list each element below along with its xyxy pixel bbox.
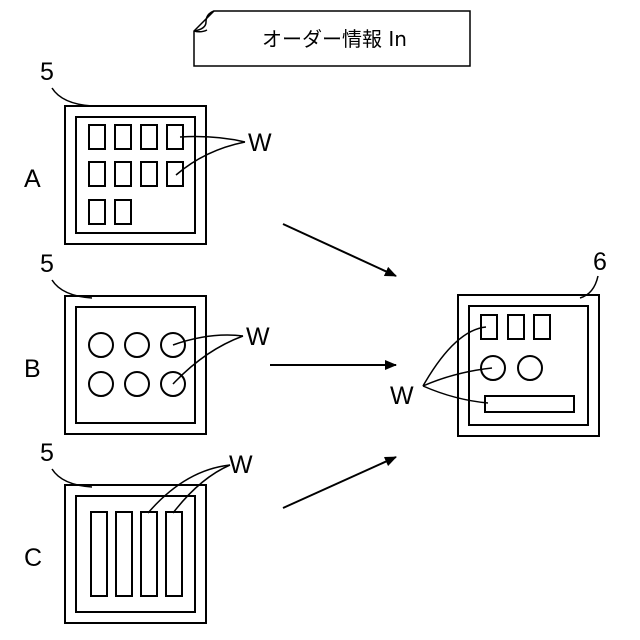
output-tray-workpieces	[481, 315, 574, 412]
tray-b-row-label: B	[24, 355, 41, 383]
tray-c-inner	[76, 496, 195, 612]
tray-a-ref-leader	[52, 88, 92, 106]
tray-c-outer	[65, 485, 206, 623]
workpiece-circle	[481, 356, 505, 380]
workpiece-rect	[115, 125, 131, 149]
tray-b-workpieces	[89, 333, 185, 396]
workpiece-circle	[518, 356, 542, 380]
workpiece-bar	[485, 396, 574, 412]
tray-a-ref-number: 5	[40, 58, 54, 86]
output-tray-w-leader	[423, 327, 486, 386]
workpiece-rect	[89, 162, 105, 186]
tray-c-ref-number: 5	[40, 439, 54, 467]
tray-b: 5 W B	[24, 250, 270, 434]
workpiece-rect	[141, 125, 157, 149]
tray-b-outer	[65, 296, 206, 434]
tray-c-row-label: C	[24, 544, 42, 572]
tray-b-ref-number: 5	[40, 250, 54, 278]
workpiece-circle	[125, 333, 149, 357]
workpiece-rect	[167, 162, 183, 186]
tray-c-workpiece-label: W	[229, 451, 253, 479]
tray-a-outer	[65, 106, 206, 244]
workpiece-rect	[89, 200, 105, 224]
tray-b-inner	[76, 307, 195, 423]
workpiece-rect	[508, 315, 524, 339]
order-info-label: オーダー情報 In	[262, 27, 407, 51]
workpiece-bar	[166, 512, 182, 596]
output-tray-w-leader	[423, 386, 488, 403]
workpiece-bar	[91, 512, 107, 596]
workpiece-circle	[125, 372, 149, 396]
tray-a-row-label: A	[24, 165, 41, 193]
tray-a-workpieces	[89, 125, 183, 224]
workpiece-rect	[115, 200, 131, 224]
tray-c-workpieces	[91, 512, 182, 596]
workpiece-circle	[89, 333, 113, 357]
workpiece-bar	[141, 512, 157, 596]
tray-a-workpiece-label: W	[248, 129, 272, 157]
workpiece-rect	[141, 162, 157, 186]
output-tray: 6 W	[390, 248, 607, 436]
tray-a-w-leader	[176, 142, 245, 175]
output-tray-inner	[469, 306, 588, 425]
output-tray-workpiece-label: W	[390, 382, 414, 410]
workpiece-rect	[89, 125, 105, 149]
output-tray-ref-number: 6	[593, 248, 607, 276]
tray-a-w-leader	[180, 137, 245, 142]
tray-b-workpiece-label: W	[246, 323, 270, 351]
workpiece-rect	[534, 315, 550, 339]
arrow-c-to-output	[283, 457, 396, 508]
output-tray-outer	[458, 295, 599, 436]
tray-c: 5 W C	[24, 439, 253, 623]
tray-a: 5 W A	[24, 58, 272, 244]
workpiece-bar	[116, 512, 132, 596]
order-info-document: オーダー情報 In	[194, 11, 470, 66]
workpiece-rect	[115, 162, 131, 186]
workpiece-circle	[89, 372, 113, 396]
arrow-a-to-output	[283, 224, 396, 276]
